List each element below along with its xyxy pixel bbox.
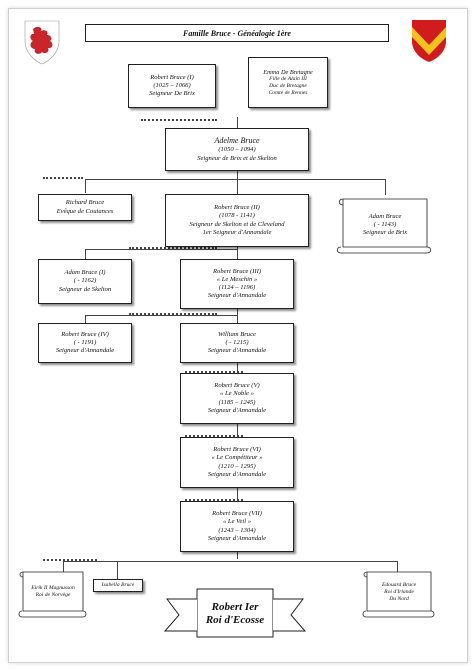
- person-eirik-ii-magnusson: Eirik II Magnusson Roi de Norvège: [31, 585, 75, 598]
- person-robert-bruce-v: Robert Bruce (V) « Le Noble » (1185 – 12…: [180, 373, 294, 424]
- person-adam-bruce-brix: Adam Bruce ( - 1143) Seigneur de Brix: [362, 212, 408, 237]
- chevron-crest-icon: [412, 20, 446, 62]
- person-robert-bruce-iii: Robert Bruce (III) « Le Meschin » (1124 …: [180, 259, 294, 309]
- page-title: Famille Bruce - Généalogie 1ère: [183, 28, 291, 38]
- person-robert-bruce-vii: Robert Bruce (VII) « Le Veil » (1243 – 1…: [180, 501, 294, 552]
- person-robert-bruce-i: Robert Bruce (I) (1025 – 1066) Seigneur …: [128, 64, 216, 108]
- person-william-bruce: William Bruce ( - 1215) Seigneur d'Annan…: [180, 323, 294, 363]
- scroll-frame-edouard: [362, 571, 435, 618]
- marriage-line: [141, 119, 217, 121]
- scroll-frame-adam: [336, 198, 432, 254]
- person-adelme-bruce: Adelme Bruce (1050 – 1094) Seigneur de B…: [165, 128, 309, 171]
- person-robert-bruce-vi: Robert Bruce (VI) « Le Compétiteur » (12…: [180, 437, 294, 488]
- person-robert-bruce-iv: Robert Bruce (IV) ( - 1191) Seigneur d'A…: [38, 323, 132, 363]
- person-adam-bruce-i: Adam Bruce (I) ( - 1162) Seigneur de Ske…: [38, 259, 132, 304]
- person-isabella-bruce: Isabella Bruce: [93, 579, 143, 592]
- person-emma-de-bretagne: Emma De Bretagne Fille de Alain III Duc …: [248, 57, 328, 108]
- person-robert-ier: Robert Ier Roi d'Ecosse: [205, 601, 265, 626]
- lion-crest-icon: [24, 20, 60, 65]
- banner-frame-king: [163, 588, 307, 638]
- person-robert-bruce-ii: Robert Bruce (II) (1078 - 1141) Seigneur…: [165, 194, 309, 247]
- person-edouard-bruce: Edouard Bruce Roi d'Irlande Du Nord: [381, 581, 417, 602]
- title-box: Famille Bruce - Généalogie 1ère: [85, 24, 389, 42]
- scroll-frame-eirik: [18, 571, 87, 618]
- genealogy-page: Famille Bruce - Généalogie 1ère Robert B…: [8, 8, 468, 663]
- person-richard-bruce: Richard Bruce Evêque de Coutances: [38, 194, 132, 221]
